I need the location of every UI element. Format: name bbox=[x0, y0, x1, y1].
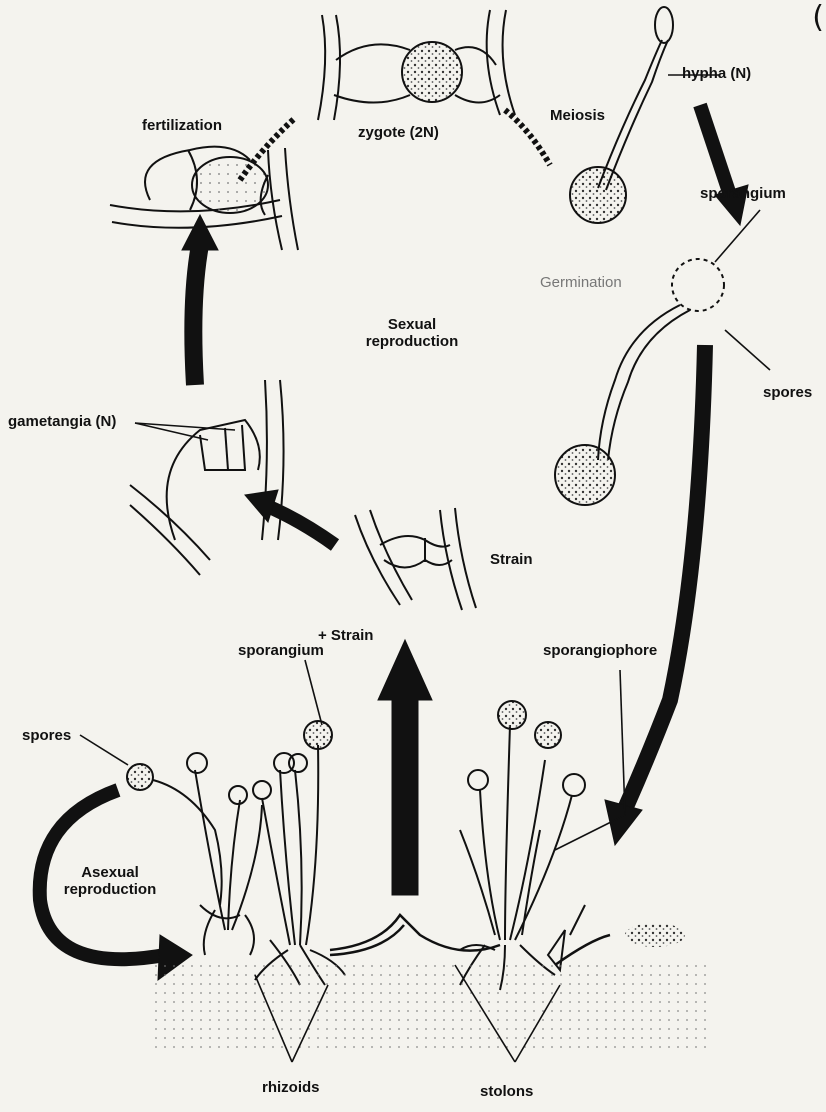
germination-label: Germination bbox=[540, 275, 622, 292]
mold-colony-right bbox=[460, 701, 585, 990]
minus-strain-label: Strain bbox=[490, 552, 533, 569]
stolon-lines bbox=[330, 915, 610, 965]
sexual-line-2: reproduction bbox=[352, 334, 472, 351]
leader-lines bbox=[80, 75, 770, 850]
cycle-arrows bbox=[40, 105, 748, 980]
meiosis-label: Meiosis bbox=[550, 108, 605, 125]
zygote-illustration bbox=[318, 10, 515, 120]
strain-illustration bbox=[355, 508, 476, 610]
gametangia-label: gametangia (N) bbox=[8, 414, 116, 431]
zygote-label: zygote (2N) bbox=[358, 125, 439, 142]
sexual-reproduction-label: Sexual reproduction bbox=[352, 317, 472, 350]
hypha-label: hypha (N) bbox=[682, 66, 751, 83]
spores-right-label: spores bbox=[763, 385, 812, 402]
corner-mark: ( bbox=[812, 0, 824, 35]
stolons-label: stolons bbox=[480, 1084, 533, 1101]
asexual-line-1: Asexual bbox=[55, 865, 165, 882]
gametangia-illustration bbox=[130, 380, 284, 575]
sexual-line-1: Sexual bbox=[352, 317, 472, 334]
asexual-line-2: reproduction bbox=[55, 882, 165, 899]
sporangium-top-label: sporangium bbox=[700, 186, 786, 203]
plus-strain-label: + Strain bbox=[318, 628, 373, 645]
fertilization-label: fertilization bbox=[142, 118, 222, 135]
sporangium-bottom-label: sporangium bbox=[238, 643, 324, 660]
sporangiophore-label: sporangiophore bbox=[543, 643, 657, 660]
asexual-reproduction-label: Asexual reproduction bbox=[55, 865, 165, 898]
spores-left-label: spores bbox=[22, 728, 71, 745]
substrate bbox=[150, 923, 710, 1050]
rhizoids-label: rhizoids bbox=[262, 1080, 320, 1097]
